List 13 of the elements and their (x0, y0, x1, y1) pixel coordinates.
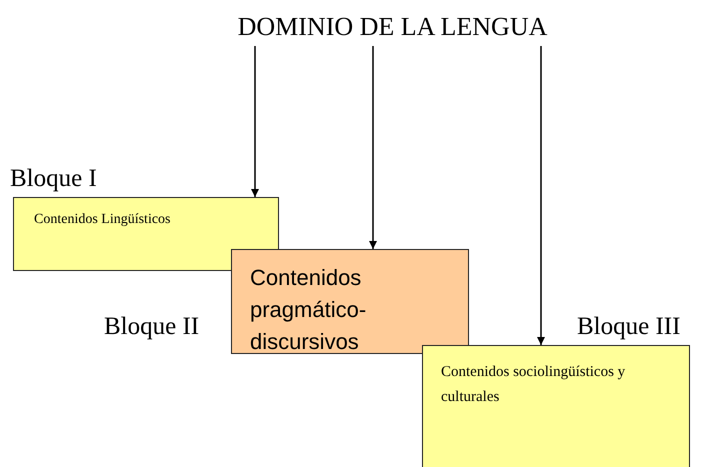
block-label: Bloque I (10, 165, 97, 193)
box-text: Contenidos pragmático-discursivos (250, 264, 368, 356)
arrow (369, 46, 377, 249)
block-label: Bloque II (104, 313, 200, 341)
box-text: Contenidos Lingüísticos (34, 212, 172, 228)
content-box (422, 345, 690, 467)
block-label: Bloque III (577, 313, 680, 341)
content-box (231, 249, 469, 354)
arrow (537, 46, 545, 345)
arrow (251, 46, 259, 197)
box-text: Contenidos sociolingüísticos y culturales (441, 363, 626, 407)
heading-text: DOMINIO DE LA LENGUA (195, 12, 590, 46)
content-box (13, 197, 279, 271)
